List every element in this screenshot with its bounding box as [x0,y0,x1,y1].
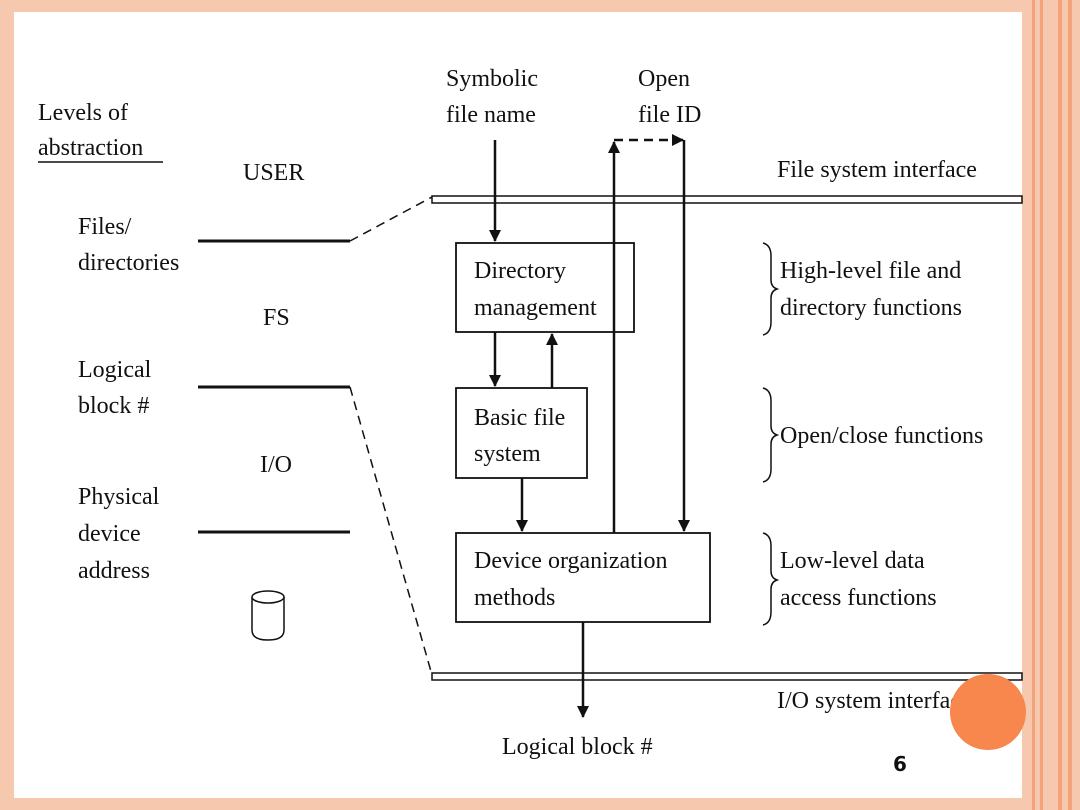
device-organization-line1: Device organization [474,548,667,574]
file-system-interface-bar [431,195,1023,204]
page-number: 6 [893,752,907,776]
slide-frame-bottom [0,798,1022,810]
open-close-brace [762,387,780,483]
level-physical-line3: address [78,558,150,584]
low-level-brace [762,532,780,626]
high-level-functions-line1: High-level file and [780,258,961,284]
directory-management-line1: Directory [474,258,566,284]
file-system-interface-label: File system interface [777,157,977,183]
level-physical-line2: device [78,521,141,547]
open-close-functions-label: Open/close functions [780,423,983,449]
disk-icon [251,590,285,641]
io-system-interface-bar [431,672,1023,681]
level-logical-line1: Logical [78,357,152,383]
basic-file-system-line1: Basic file [474,405,565,431]
slide-frame-right-stripe-4 [1068,0,1072,810]
slide-frame-left [0,0,14,810]
levels-heading-line1: Levels of [38,100,128,126]
logical-block-output-label: Logical block # [502,734,653,760]
layer-io-label: I/O [260,452,292,478]
open-file-id-line2: file ID [638,102,701,128]
level-files-line2: directories [78,250,179,276]
level-files-line1: Files/ [78,214,132,240]
page-badge-circle [950,674,1026,750]
level-logical-line2: block # [78,393,149,419]
logical-to-io-dashed-connector [349,386,433,676]
layer-user-label: USER [243,160,304,186]
high-level-functions-line2: directory functions [780,295,962,321]
slide-frame-right-stripe-3 [1058,0,1062,810]
slide-frame-top [0,0,1022,12]
directory-management-line2: management [474,295,597,321]
layer-fs-label: FS [263,305,290,331]
io-system-interface-label: I/O system interface [777,688,972,714]
level-physical-line1: Physical [78,484,160,510]
symbolic-name-line1: Symbolic [446,66,538,92]
low-level-functions-line2: access functions [780,585,937,611]
levels-heading-line2: abstraction [38,135,143,161]
low-level-functions-line1: Low-level data [780,548,925,574]
symbolic-name-line2: file name [446,102,536,128]
high-level-brace [762,242,780,336]
slide-frame-right-stripe-1 [1032,0,1035,810]
device-organization-line2: methods [474,585,555,611]
basic-file-system-line2: system [474,441,541,467]
directory-management-box [455,242,635,333]
open-file-id-line1: Open [638,66,690,92]
slide-frame-right-stripe-2 [1040,0,1043,810]
files-to-interface-dashed-connector [349,196,433,242]
